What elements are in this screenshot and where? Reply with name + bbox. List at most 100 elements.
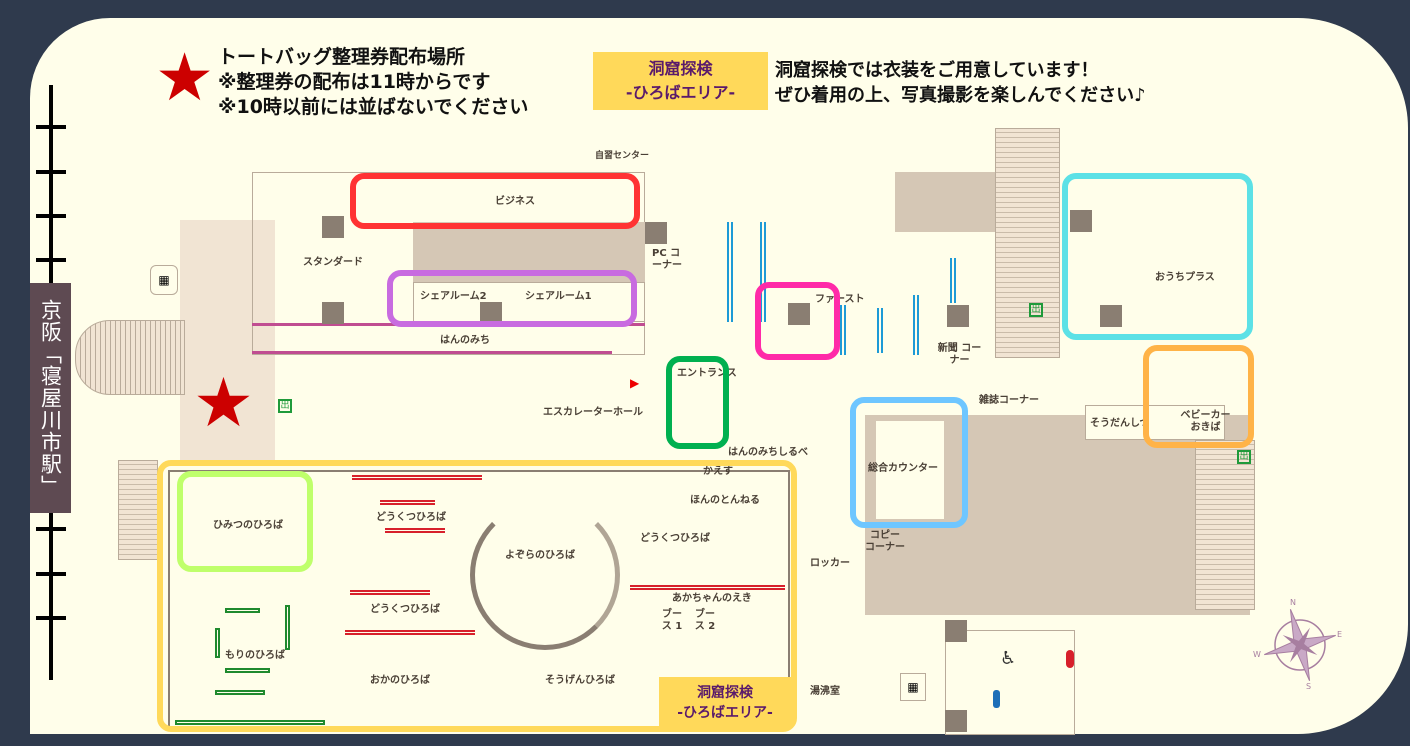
pillar [322, 216, 344, 238]
rail-tick [36, 170, 66, 174]
west-stairs [75, 320, 185, 395]
shelf-line [252, 351, 612, 354]
counter-room [870, 415, 950, 525]
womens-restroom-icon [1066, 650, 1074, 668]
compass-icon: N E S W [1253, 598, 1345, 691]
label-booth2: ブース 2 [694, 609, 716, 632]
legend-line: トートバッグ整理券配布場所 [218, 46, 466, 68]
label-share2: シェアルーム2 [420, 291, 487, 302]
emergency-exit-icon: 出 [1029, 303, 1043, 317]
pillar [945, 620, 967, 642]
shelf-blue [913, 295, 919, 355]
label-oka: おかのひろば [370, 675, 430, 686]
label-doukutsu: どうくつひろば [640, 533, 710, 544]
south-west-stairs [118, 460, 158, 560]
label-tunnel: ほんのとんねる [690, 495, 760, 506]
label-sougen: そうげんひろば [545, 675, 615, 686]
label-business: ビジネス [495, 196, 535, 207]
shelf-red [350, 590, 430, 595]
label-yuwakashi: 湯沸室 [810, 686, 840, 697]
emergency-exit-icon: 出 [278, 399, 292, 413]
cave-badge: 洞窟探検 -ひろばエリア- [593, 52, 768, 110]
emergency-exit-icon: 出 [1237, 450, 1251, 464]
star-icon: ★ [193, 364, 254, 443]
compass-s: S [1306, 682, 1312, 691]
label-share1: シェアルーム1 [525, 291, 592, 302]
label-entrance: エントランス [677, 368, 737, 379]
shelf-green [225, 668, 270, 673]
shelf-blue [950, 258, 956, 303]
cave-area-line2: -ひろばエリア- [677, 705, 773, 721]
highlight-share-rooms[interactable] [387, 270, 637, 327]
rail-tick [36, 125, 66, 129]
rail-tick [36, 258, 66, 262]
south-stairs [1195, 440, 1255, 610]
label-counter: 総合カウンター [868, 463, 938, 474]
label-akachan: あかちゃんのえき [672, 593, 752, 604]
label-kaesu: かえす [703, 466, 733, 477]
pillar [1100, 305, 1122, 327]
rail-tick [36, 572, 66, 576]
shelf-blue [727, 222, 733, 322]
cave-note-line: ぜひ着用の上、写真撮影を楽しんでください♪ [775, 85, 1146, 106]
label-yozora: よぞらのひろば [505, 550, 575, 561]
label-shirube: はんのみちしるべ [728, 447, 808, 458]
label-doukutsu: どうくつひろば [376, 512, 446, 523]
cave-badge-line1: 洞窟探検 [648, 59, 713, 78]
pillar [788, 303, 810, 325]
elevator-icon: ▦ [150, 265, 178, 295]
pillar [947, 305, 969, 327]
label-himitsu: ひみつのひろば [213, 520, 283, 531]
compass-w: W [1253, 650, 1261, 659]
station-label: 京阪「寝屋川市駅」 [30, 283, 71, 513]
restroom-block [945, 630, 1075, 735]
shelf-green [175, 720, 325, 725]
label-copy: コピー コーナー [865, 530, 905, 553]
label-ouchi: おうちプラス [1155, 272, 1215, 283]
label-booth1: ブース 1 [661, 609, 683, 632]
label-babycar: ベビーカー おきば [1180, 410, 1231, 433]
shelf-blue [760, 222, 766, 322]
north-stairs [995, 128, 1060, 358]
west-hall [180, 220, 275, 460]
pillar [645, 222, 667, 244]
highlight-hiroba-area[interactable] [157, 460, 797, 732]
shelf-red [385, 528, 445, 533]
shelf-red [380, 500, 435, 505]
cave-badge-line2: -ひろばエリア- [625, 83, 736, 102]
shelf-red [345, 630, 475, 635]
shelf-green [285, 605, 290, 650]
elevator-icon: ▦ [900, 673, 926, 701]
rail-tick [36, 214, 66, 218]
label-pc: PC コーナー [652, 248, 682, 271]
label-soudan: そうだんしつ [1090, 418, 1150, 429]
mens-restroom-icon [993, 690, 1000, 708]
compass-e: E [1337, 630, 1343, 639]
cave-area-badge: 洞窟探検 -ひろばエリア- [659, 677, 791, 729]
highlight-babycar[interactable] [1143, 345, 1254, 448]
pillar [322, 302, 344, 324]
highlight-ouchi[interactable] [1062, 173, 1253, 340]
label-escalator: エスカレーターホール [543, 407, 643, 418]
shelf-green [215, 628, 220, 658]
label-doukutsu: どうくつひろば [370, 604, 440, 615]
legend-line: ※整理券の配布は11時からです [218, 71, 491, 93]
highlight-counter[interactable] [850, 397, 968, 528]
shelf-blue [877, 308, 883, 353]
share-rooms [413, 282, 645, 322]
legend-line: ※10時以前には並ばないでください [218, 96, 529, 118]
entrance-arrow-icon: ▶ [630, 376, 640, 390]
label-zasshi: 雑誌コーナー [979, 395, 1039, 406]
cave-area-line1: 洞窟探検 [697, 685, 753, 701]
label-honnomichi: はんのみち [440, 335, 490, 346]
highlight-first[interactable] [755, 282, 840, 360]
highlight-entrance[interactable] [666, 356, 729, 449]
shelf-red [352, 475, 482, 480]
cave-note-line: 洞窟探検では衣装をご用意しています！ [775, 60, 1099, 81]
label-mori: もりのひろば [225, 650, 285, 661]
label-shinbun: 新聞 コーナー [937, 343, 982, 366]
highlight-business[interactable] [350, 173, 640, 229]
shelf-red [630, 585, 785, 590]
yozora-ring [470, 500, 620, 650]
highlight-himitsu[interactable] [177, 471, 313, 572]
